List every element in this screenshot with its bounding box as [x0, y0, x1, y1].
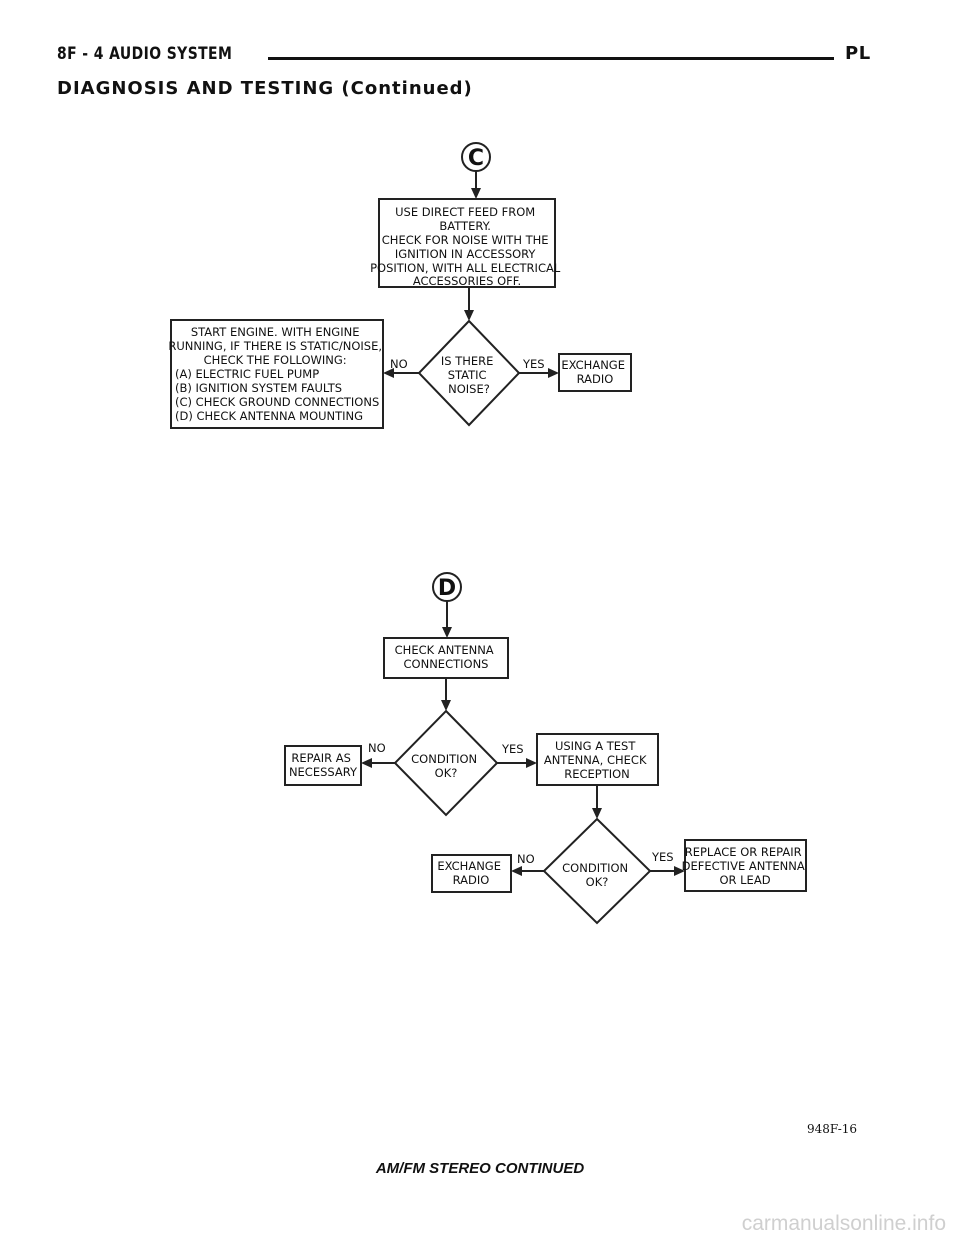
replace-antenna-box [684, 839, 807, 892]
direct-feed-text: USE DIRECT FEED FROM BATTERY. CHECK FOR … [370, 205, 564, 288]
exchange-radio-box [558, 353, 632, 392]
check-antenna-text: CHECK ANTENNA CONNECTIONS [395, 643, 498, 671]
watermark: carmanualsonline.info [741, 1212, 946, 1235]
condition-ok-question-1: CONDITION OK? [411, 752, 481, 780]
no-label-2: NO [517, 852, 535, 866]
arrowhead [464, 310, 474, 321]
yes-label-2: YES [651, 850, 674, 864]
page-header-model: PL [845, 43, 871, 64]
figure-caption: AM/FM STEREO CONTINUED [375, 1160, 585, 1177]
no-label: NO [390, 357, 408, 371]
arrowhead [383, 368, 394, 378]
start-engine-box [170, 319, 384, 429]
arrowhead [511, 866, 522, 876]
test-antenna-text: USING A TEST ANTENNA, CHECK RECEPTION [544, 739, 650, 781]
replace-antenna-text: REPLACE OR REPAIR DEFECTIVE ANTENNA OR L… [682, 845, 809, 887]
test-antenna-box [536, 733, 659, 786]
yes-label-1: YES [501, 742, 524, 756]
exchange-radio-box-2 [431, 854, 512, 893]
section-subheading: DIAGNOSIS AND TESTING (Continued) [57, 78, 473, 99]
start-engine-text: START ENGINE. WITH ENGINE RUNNING, IF TH… [168, 325, 385, 423]
static-noise-decision [417, 319, 521, 427]
arrowhead [442, 627, 452, 638]
condition-ok-decision-2 [542, 817, 652, 925]
repair-as-necessary-text: REPAIR AS NECESSARY [289, 751, 358, 779]
static-noise-question: IS THERE STATIC NOISE? [441, 354, 497, 396]
arrowhead [361, 758, 372, 768]
no-label-1: NO [368, 741, 386, 755]
condition-ok-question-2: CONDITION OK? [562, 861, 632, 889]
condition-ok-decision-1 [393, 709, 499, 817]
arrowhead [441, 700, 451, 711]
page-header-section: 8F - 4 AUDIO SYSTEM [57, 44, 233, 64]
repair-as-necessary-box [284, 745, 362, 786]
flowchart-d: D CHECK ANTENNA CONNECTIONS CONDITION OK… [284, 572, 809, 925]
exchange-radio-text: EXCHANGE RADIO [561, 358, 628, 386]
arrowhead [674, 866, 685, 876]
arrowhead [526, 758, 537, 768]
exchange-radio-text-2: EXCHANGE RADIO [437, 859, 504, 887]
header-rule [268, 57, 834, 60]
arrowhead [592, 808, 602, 819]
figure-id: 948F-16 [807, 1122, 857, 1136]
arrowhead [471, 188, 481, 199]
connector-c-label: C [468, 146, 484, 171]
arrowhead [548, 368, 559, 378]
check-antenna-box [383, 637, 509, 679]
connector-d-label: D [438, 576, 456, 601]
yes-label: YES [522, 357, 545, 371]
direct-feed-box [378, 198, 556, 288]
flowchart-c: C USE DIRECT FEED FROM BATTERY. CHECK FO… [168, 142, 632, 429]
